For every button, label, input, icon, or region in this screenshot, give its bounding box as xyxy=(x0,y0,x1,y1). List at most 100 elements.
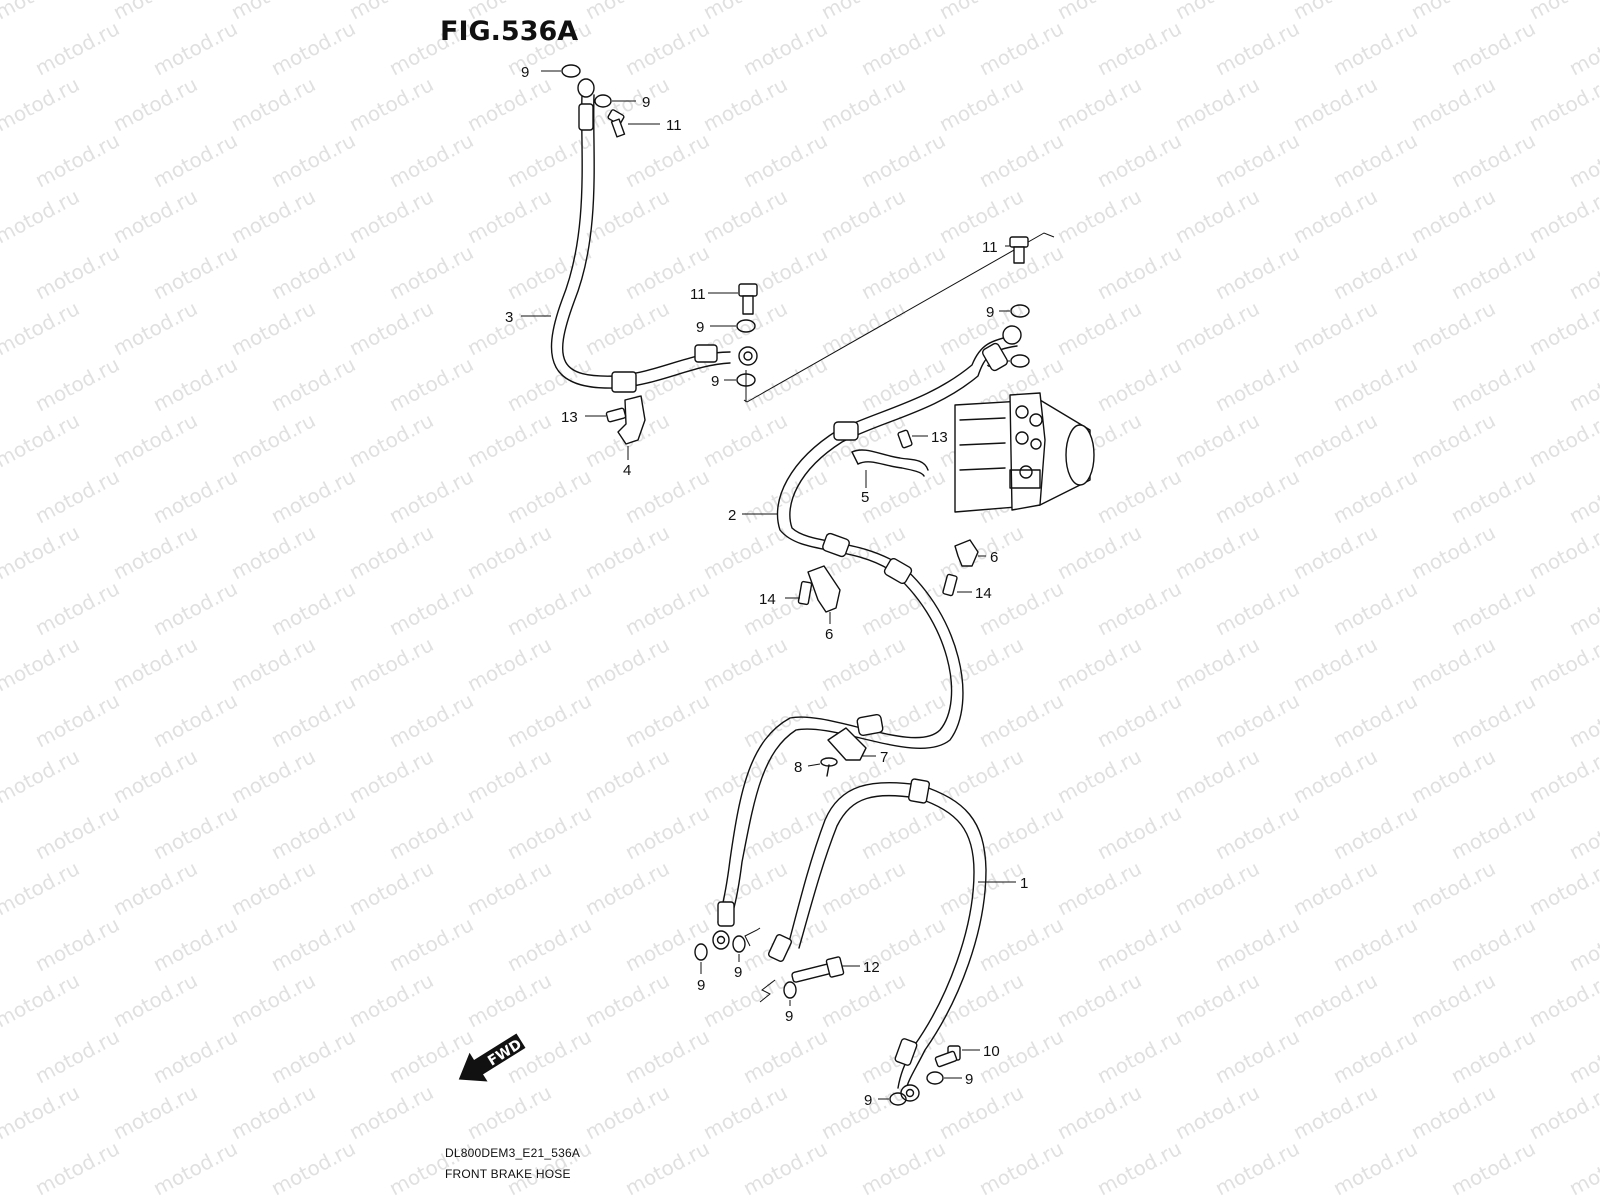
watermark-text: motod.ru xyxy=(1211,688,1303,752)
watermark-text: motod.ru xyxy=(345,72,437,136)
watermark-text: motod.ru xyxy=(1053,744,1145,808)
watermark-text: motod.ru xyxy=(463,744,555,808)
watermark-text: motod.ru xyxy=(1565,16,1600,80)
callout-9: 9 xyxy=(965,1071,973,1088)
watermark-text: motod.ru xyxy=(935,968,1027,1032)
watermark-text: motod.ru xyxy=(109,72,201,136)
watermark-text: motod.ru xyxy=(109,0,201,24)
watermark-text: motod.ru xyxy=(0,1080,83,1144)
abs-group-outline xyxy=(746,232,1055,403)
watermark-text: motod.ru xyxy=(1407,0,1499,24)
watermark-text: motod.ru xyxy=(267,912,359,976)
watermark-text: motod.ru xyxy=(1171,856,1263,920)
watermark-text: motod.ru xyxy=(857,800,949,864)
callout-1: 1 xyxy=(1020,875,1028,892)
brake-hose-3 xyxy=(550,78,758,393)
watermark-text: motod.ru xyxy=(31,352,123,416)
callout-9: 9 xyxy=(521,64,529,81)
hose-clamp-7 xyxy=(827,727,867,761)
watermark-text: motod.ru xyxy=(581,0,673,24)
washer-icon xyxy=(926,1071,944,1085)
callout-9: 9 xyxy=(696,319,704,336)
watermark-text: motod.ru xyxy=(1093,1136,1185,1200)
watermark-text: motod.ru xyxy=(463,632,555,696)
watermark-text: motod.ru xyxy=(1211,576,1303,640)
watermark-text: motod.ru xyxy=(817,72,909,136)
watermark-text: motod.ru xyxy=(621,800,713,864)
watermark-text: motod.ru xyxy=(385,240,477,304)
watermark-text: motod.ru xyxy=(31,128,123,192)
watermark-text: motod.ru xyxy=(699,856,791,920)
watermark-text: motod.ru xyxy=(1093,352,1185,416)
washer-icon xyxy=(783,981,797,999)
watermark-text: motod.ru xyxy=(109,632,201,696)
watermark-text: motod.ru xyxy=(345,0,437,24)
watermark-text: motod.ru xyxy=(739,128,831,192)
watermark-text: motod.ru xyxy=(1329,688,1421,752)
bolt-icon xyxy=(897,429,913,449)
watermark-text: motod.ru xyxy=(1565,352,1600,416)
model-code-caption: DL800DEM3_E21_536A xyxy=(445,1146,580,1160)
watermark-text: motod.ru xyxy=(1525,744,1600,808)
watermark-text: motod.ru xyxy=(699,0,791,24)
callout-11: 11 xyxy=(690,286,706,303)
watermark-text: motod.ru xyxy=(581,968,673,1032)
screw-icon xyxy=(820,757,838,777)
watermark-text: motod.ru xyxy=(345,184,437,248)
watermark-text: motod.ru xyxy=(345,1080,437,1144)
watermark-text: motod.ru xyxy=(1053,968,1145,1032)
watermark-text: motod.ru xyxy=(621,576,713,640)
watermark-text: motod.ru xyxy=(857,16,949,80)
watermark-text: motod.ru xyxy=(227,72,319,136)
watermark-text: motod.ru xyxy=(149,1024,241,1088)
watermark-text: motod.ru xyxy=(385,576,477,640)
watermark-text: motod.ru xyxy=(1407,1080,1499,1144)
watermark-text: motod.ru xyxy=(503,576,595,640)
watermark-text: motod.ru xyxy=(31,464,123,528)
watermark-text: motod.ru xyxy=(1447,1024,1539,1088)
watermark-text: motod.ru xyxy=(621,688,713,752)
watermark-text: motod.ru xyxy=(31,800,123,864)
watermark-text: motod.ru xyxy=(975,800,1067,864)
hose-clamp-6 xyxy=(807,565,841,613)
callout-9: 9 xyxy=(785,1008,793,1025)
watermark-text: motod.ru xyxy=(1329,352,1421,416)
watermark-text: motod.ru xyxy=(109,856,201,920)
watermark-text: motod.ru xyxy=(975,16,1067,80)
watermark-text: motod.ru xyxy=(817,296,909,360)
watermark-text: motod.ru xyxy=(227,1080,319,1144)
watermark-text: motod.ru xyxy=(109,968,201,1032)
callout-9: 9 xyxy=(864,1092,872,1109)
washer-icon xyxy=(1010,354,1030,368)
bolt-icon xyxy=(605,407,627,423)
washer-icon xyxy=(736,373,756,387)
watermark-text: motod.ru xyxy=(935,0,1027,24)
watermark-text: motod.ru xyxy=(503,800,595,864)
watermark-text: motod.ru xyxy=(267,688,359,752)
callout-8: 8 xyxy=(794,759,802,776)
watermark-text: motod.ru xyxy=(1053,296,1145,360)
hose-3-fitting xyxy=(611,371,637,393)
watermark-text: motod.ru xyxy=(1171,1080,1263,1144)
watermark-text: motod.ru xyxy=(817,0,909,24)
banjo-bolt-icon xyxy=(791,956,845,983)
watermark-text: motod.ru xyxy=(1525,856,1600,920)
watermark-text: motod.ru xyxy=(0,72,83,136)
watermark-text: motod.ru xyxy=(857,464,949,528)
watermark-text: motod.ru xyxy=(1211,240,1303,304)
watermark-text: motod.ru xyxy=(227,632,319,696)
watermark-text: motod.ru xyxy=(1407,632,1499,696)
watermark-text: motod.ru xyxy=(31,912,123,976)
banjo-bolt-icon xyxy=(1009,236,1029,264)
watermark-text: motod.ru xyxy=(1093,688,1185,752)
watermark-text: motod.ru xyxy=(1093,912,1185,976)
banjo-bolt-icon xyxy=(934,1045,961,1068)
watermark-text: motod.ru xyxy=(385,688,477,752)
watermark-text: motod.ru xyxy=(1329,1024,1421,1088)
watermark-text: motod.ru xyxy=(1447,352,1539,416)
watermark-text: motod.ru xyxy=(1565,800,1600,864)
watermark-text: motod.ru xyxy=(31,16,123,80)
callout-10: 10 xyxy=(983,1043,1000,1060)
watermark-text: motod.ru xyxy=(227,0,319,24)
